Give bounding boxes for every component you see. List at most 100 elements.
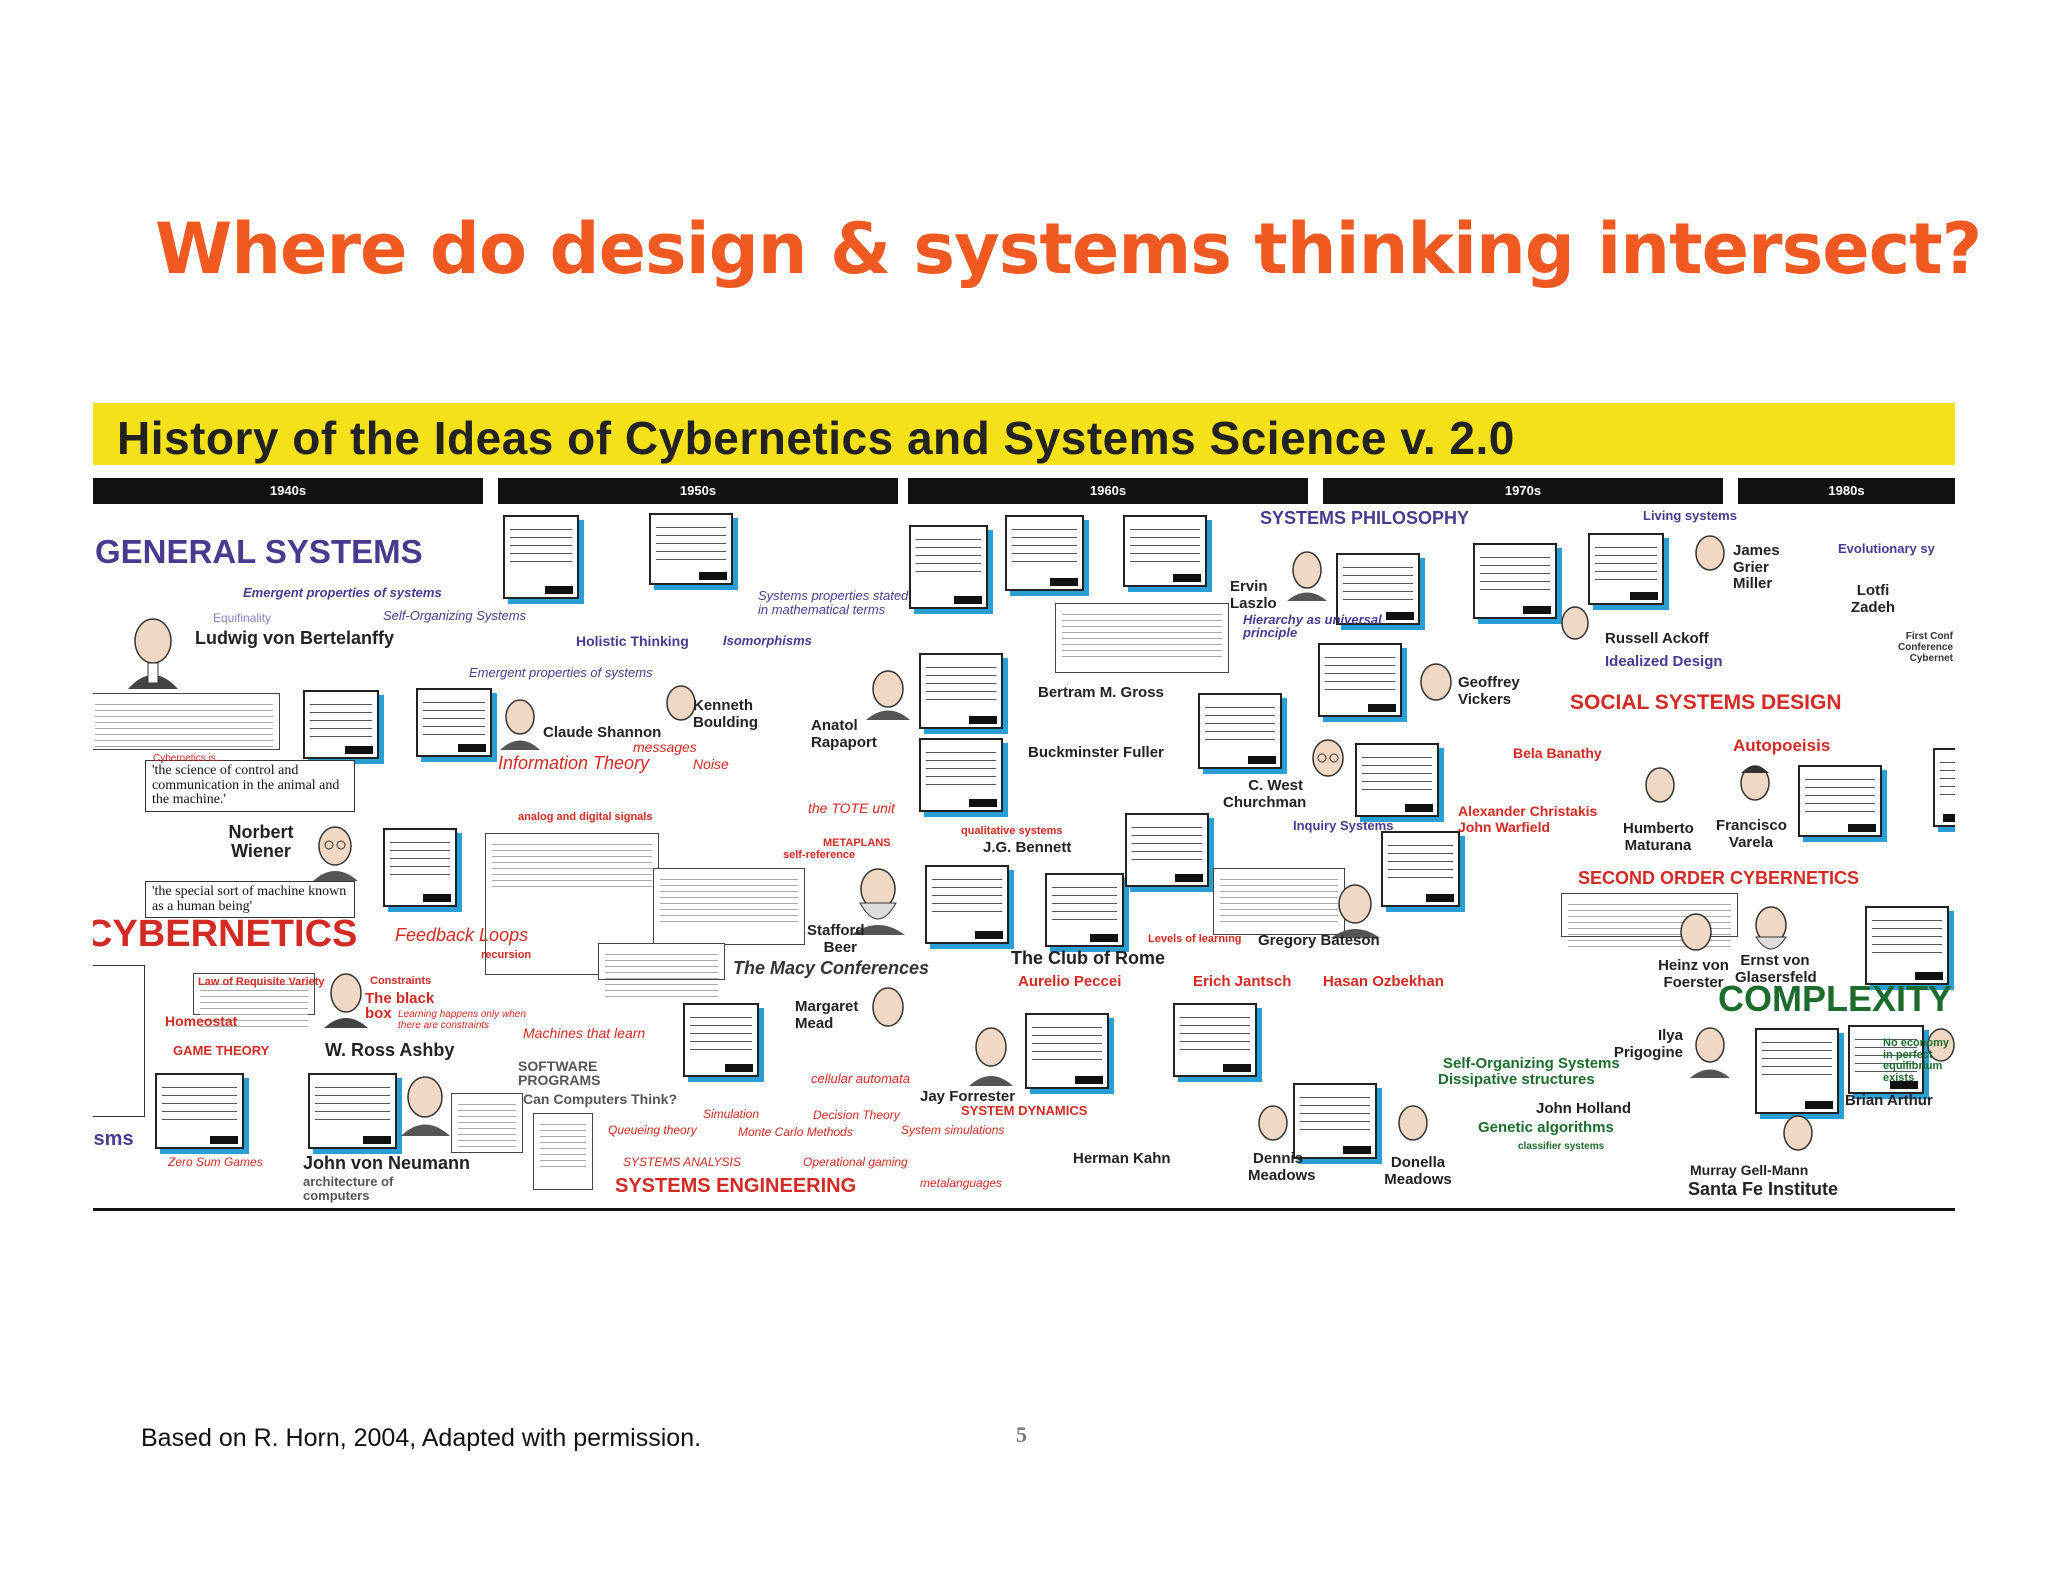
- person-wiener: Norbert Wiener: [228, 822, 294, 861]
- rapaport-portrait: [866, 670, 910, 720]
- card-1971-churchman: [1355, 743, 1439, 817]
- neumann-card: [155, 1073, 244, 1149]
- arthur-portrait: [1927, 1028, 1955, 1062]
- concept-no-economy: No economy in perfect equilibrium exists: [1883, 1037, 1950, 1084]
- concept-learning-when: Learning happens only when there are con…: [398, 1009, 526, 1031]
- glasersfeld-portrait: [1755, 906, 1787, 950]
- concept-queueing: Queueing theory: [608, 1123, 697, 1137]
- section-cybernetics: CYBERNETICS: [93, 913, 358, 955]
- section-autopoeisis: Autopoeisis: [1733, 736, 1831, 755]
- concept-recursion: recursion: [481, 949, 532, 961]
- card-1950-theory: [503, 515, 579, 599]
- person-neumann: John von Neumann: [303, 1153, 471, 1173]
- person-dennis: Dennis Meadows: [1248, 1150, 1316, 1184]
- concept-messages: messages: [633, 739, 697, 755]
- person-first-conf: First Conf Conference Cybernet: [1897, 631, 1953, 664]
- section-evolutionary: Evolutionary sy: [1838, 541, 1935, 556]
- cybernetics-side-card: [93, 965, 145, 1117]
- churchman-portrait: [1312, 739, 1344, 777]
- concept-qualitative: qualitative systems: [961, 825, 1063, 837]
- section-game-theory: GAME THEORY: [173, 1043, 270, 1058]
- beer-portrait: [851, 868, 905, 935]
- person-kahn: Herman Kahn: [1073, 1150, 1171, 1167]
- section-software-programs: SOFTWARE PROGRAMS: [518, 1058, 601, 1088]
- concept-decision: Decision Theory: [813, 1108, 900, 1122]
- decade-1970s: 1970s: [1323, 478, 1723, 504]
- person-ackoff: Russell Ackoff: [1605, 630, 1709, 647]
- person-beer: Stafford Beer: [807, 922, 865, 956]
- concept-holistic: Holistic Thinking: [576, 633, 689, 649]
- card-wiener-human-use: [383, 828, 457, 907]
- note-feedback: [485, 833, 659, 975]
- varela-portrait: [1740, 765, 1770, 801]
- concept-constraints: Constraints: [370, 975, 432, 987]
- person-zadeh: Lotfi Zadeh: [1850, 582, 1896, 616]
- person-christakis: Alexander Christakis: [1458, 803, 1598, 819]
- concept-tote: the TOTE unit: [808, 800, 895, 816]
- card-limits-growth: [1293, 1083, 1377, 1159]
- section-general-systems: GENERAL SYSTEMS: [95, 533, 423, 570]
- miller-portrait: [1695, 535, 1725, 571]
- decade-1940s: 1940s: [93, 478, 483, 504]
- ashby-portrait: [324, 973, 368, 1028]
- card-ozbekhan: [1173, 1003, 1257, 1077]
- prigogine-portrait: [1690, 1027, 1730, 1078]
- person-donella: Donella Meadows: [1384, 1154, 1452, 1188]
- card-1974-ackoff: [1473, 543, 1557, 619]
- person-varela: Francisco Varela: [1716, 817, 1787, 851]
- person-santa-fe: Santa Fe Institute: [1688, 1179, 1839, 1199]
- person-maturana: Humberto Maturana: [1623, 820, 1694, 854]
- person-peccei: Aurelio Peccei: [1018, 973, 1122, 990]
- concept-noise: Noise: [693, 756, 729, 772]
- neumann-portrait: [401, 1076, 450, 1136]
- person-foerster: Heinz von Foerster: [1658, 957, 1729, 991]
- concept-cellular: cellular automata: [811, 1071, 910, 1086]
- person-holland: John Holland: [1536, 1100, 1631, 1117]
- concept-levels-learning: Levels of learning: [1148, 933, 1242, 945]
- ackoff-portrait: [1561, 606, 1589, 640]
- bertelanffy-portrait: [128, 618, 178, 689]
- concept-architecture: architecture of computers: [303, 1174, 394, 1204]
- neumann-note: [451, 1093, 523, 1153]
- card-1984-prigogine: [1865, 906, 1949, 985]
- person-bateson: Gregory Bateson: [1258, 932, 1380, 949]
- poster-banner: History of the Ideas of Cybernetics and …: [93, 403, 1955, 465]
- person-banathy: Bela Banathy: [1513, 745, 1602, 761]
- person-club-rome: The Club of Rome: [1011, 948, 1165, 968]
- concept-monte-carlo: Monte Carlo Methods: [738, 1125, 853, 1139]
- shannon-portrait: [500, 699, 540, 750]
- card-1968-bertalanffy: [1123, 515, 1207, 587]
- note-bateson: [1213, 868, 1345, 935]
- note-computers: [533, 1113, 593, 1190]
- bertelanffy-note: [93, 693, 280, 750]
- gellmann-portrait: [1783, 1115, 1813, 1151]
- note-cybernetics-is: [653, 868, 805, 945]
- person-glasersfeld: Ernst von Glasersfeld: [1735, 952, 1817, 986]
- person-shannon: Claude Shannon: [543, 724, 662, 741]
- wiener-portrait: [313, 826, 358, 881]
- concept-black-box: The black box: [365, 990, 435, 1022]
- concept-metalanguages: metalanguages: [920, 1176, 1003, 1190]
- quote-cybernetics-is: Cybernetics is...: [153, 753, 225, 764]
- forrester-portrait: [969, 1027, 1013, 1086]
- wiener-card: [303, 690, 379, 759]
- concept-can-computers: Can Computers Think?: [523, 1091, 678, 1107]
- card-1975-holland: [1755, 1028, 1839, 1114]
- person-gross: Bertram M. Gross: [1038, 684, 1164, 701]
- person-jantsch: Erich Jantsch: [1193, 973, 1292, 990]
- section-social-systems-design: SOCIAL SYSTEMS DESIGN: [1570, 691, 1842, 714]
- donella-portrait: [1398, 1105, 1428, 1141]
- concept-idealized: Idealized Design: [1605, 653, 1723, 670]
- concept-law-requisite: Law of Requisite Variety: [198, 976, 325, 988]
- card-1980-autopoiesis: [1798, 765, 1882, 837]
- slide-title: Where do design & systems thinking inter…: [155, 208, 1982, 290]
- section-systems-engineering: SYSTEMS ENGINEERING: [615, 1175, 857, 1197]
- foerster-portrait: [1680, 913, 1712, 951]
- concept-simulation: Simulation: [703, 1107, 760, 1121]
- person-gellmann: Murray Gell-Mann: [1690, 1162, 1809, 1178]
- card-1972-beer: [1125, 813, 1209, 887]
- card-1975-vickers: [1318, 643, 1402, 717]
- concept-classifier: classifier systems: [1518, 1141, 1605, 1152]
- poster-bottom-rule: [93, 1208, 1955, 1211]
- card-1956-boulding: [649, 513, 733, 585]
